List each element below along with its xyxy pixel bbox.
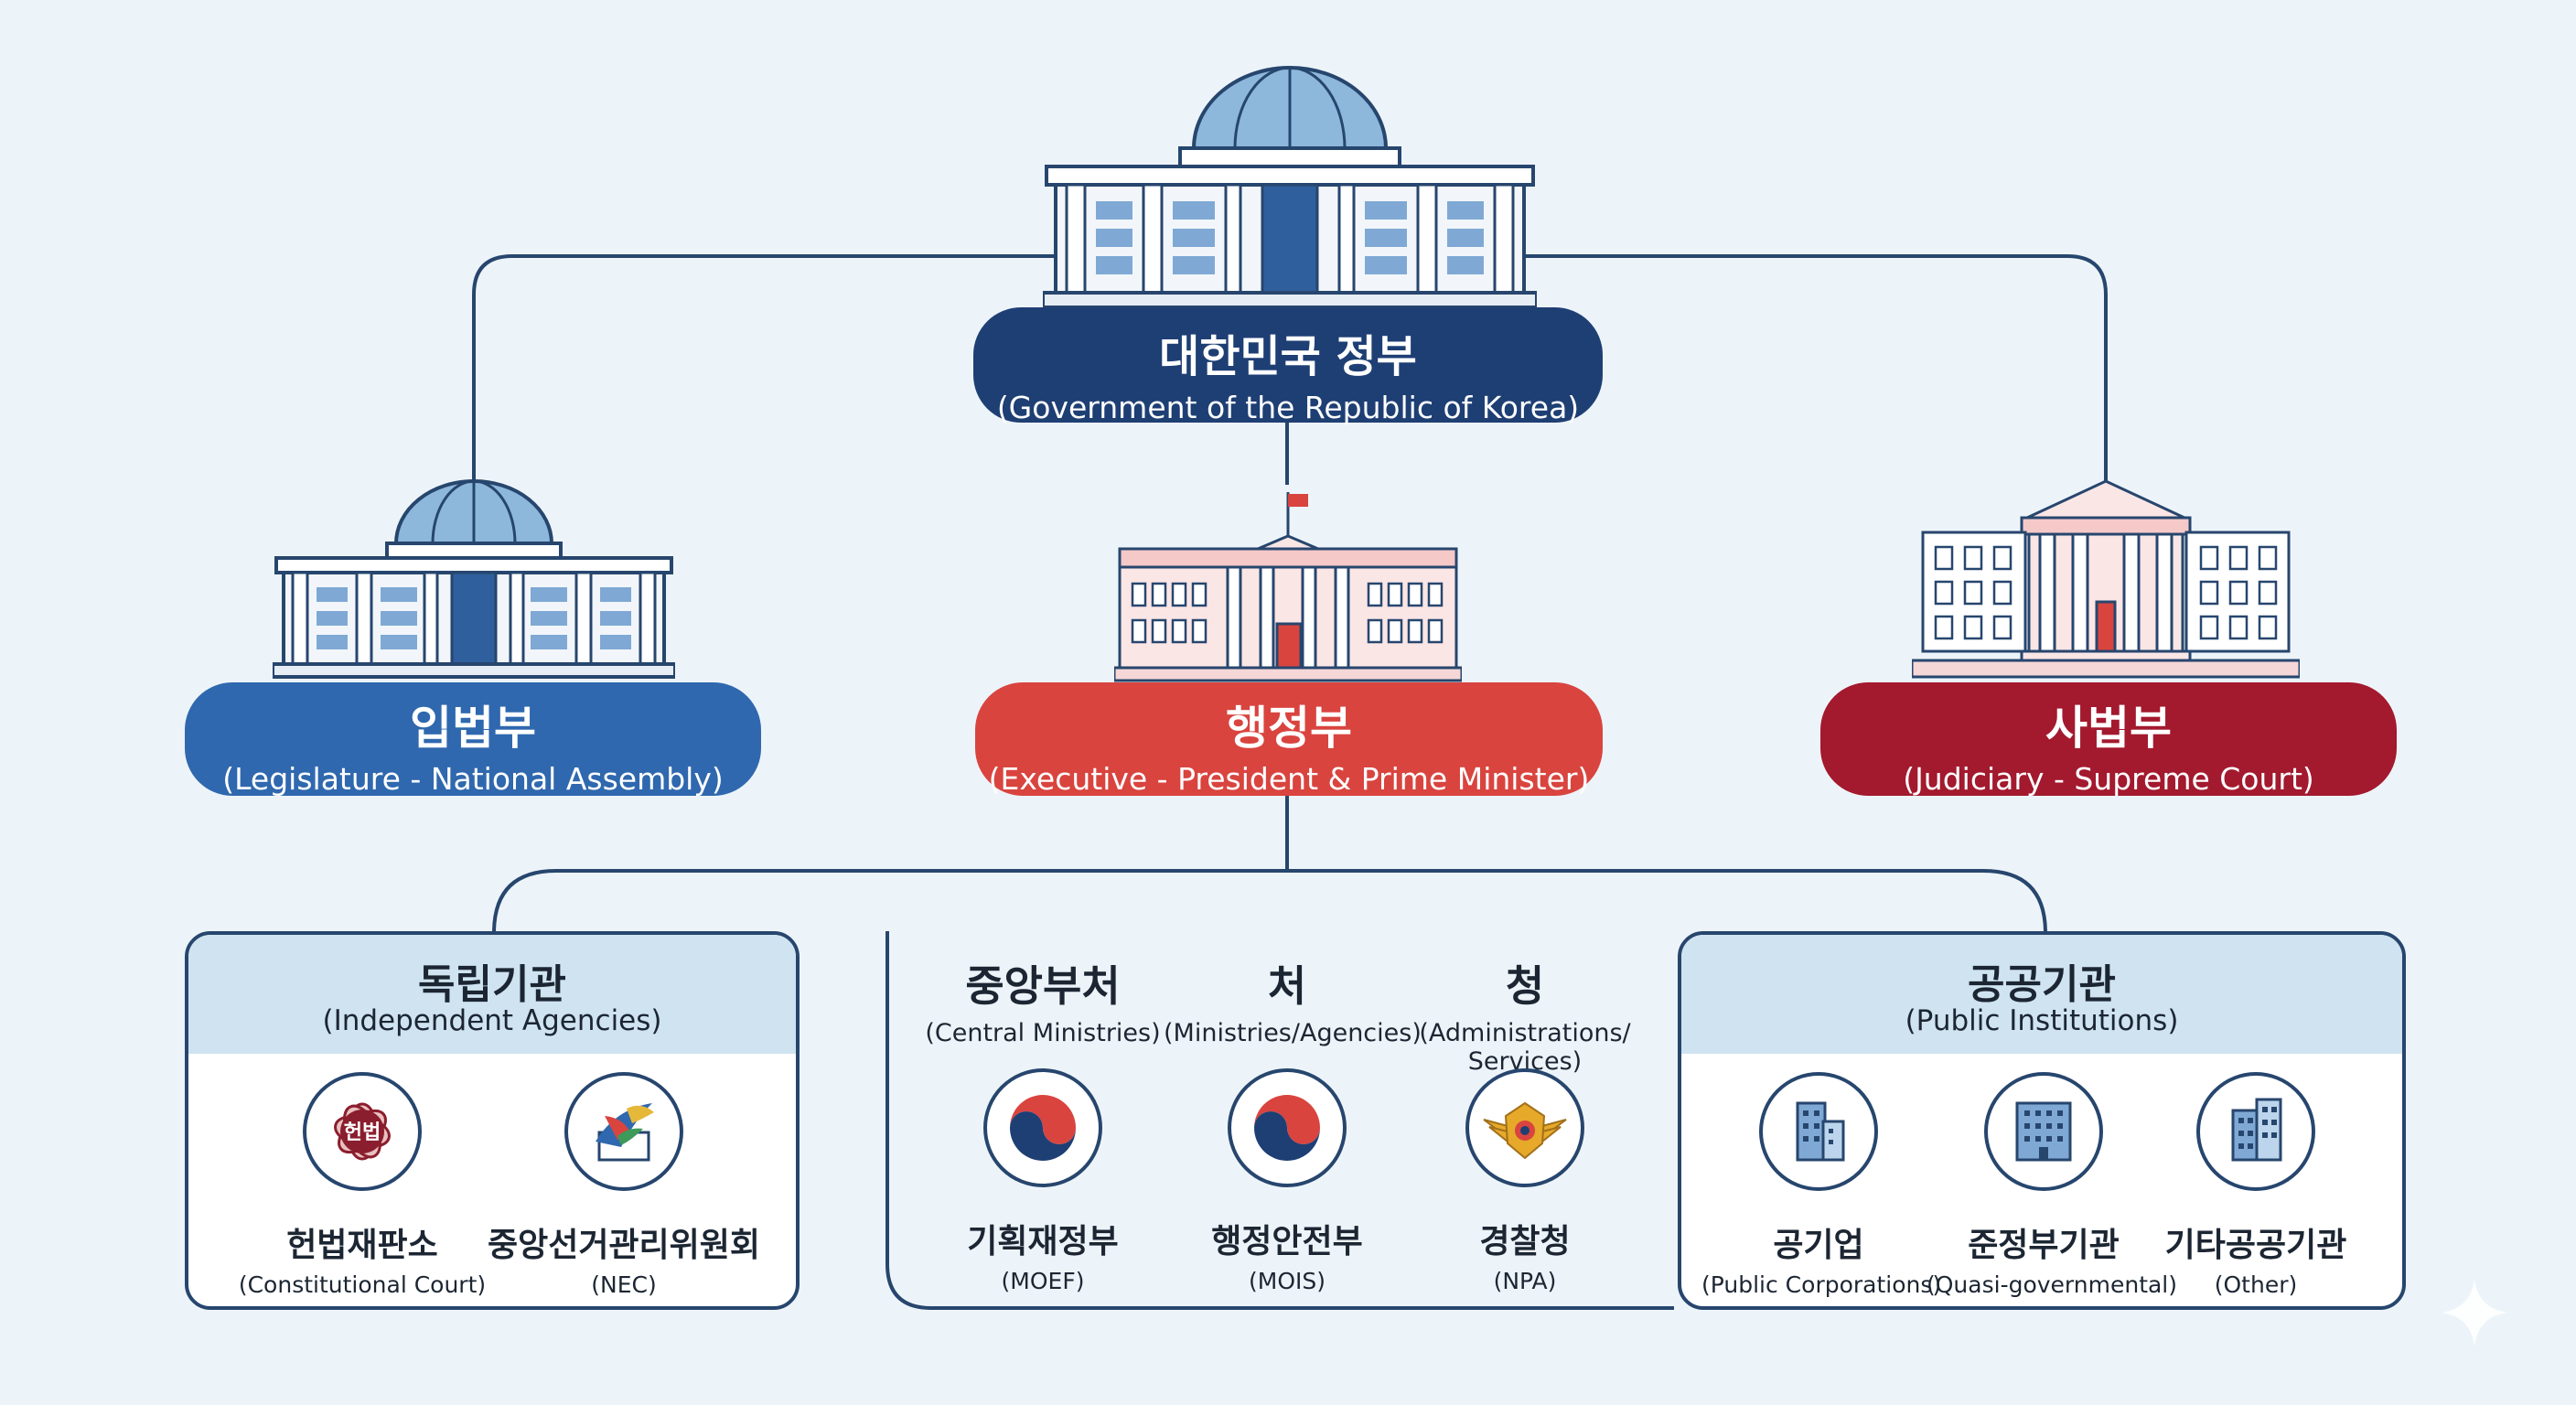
constitutional-court-title: 헌법재판소: [225, 1218, 499, 1266]
independent-agencies-panel: 독립기관 (Independent Agencies) 헌법 헌법재판소 (Co…: [185, 931, 800, 1310]
constitutional-court-item: 헌법 헌법재판소 (Constitutional Court): [225, 1072, 499, 1298]
supreme-court-building-icon: [1912, 476, 2300, 682]
executive-node: 행정부 (Executive - President & Prime Minis…: [975, 682, 1603, 796]
public-corporations-subtitle: (Public Corporations): [1701, 1271, 1936, 1298]
public-institutions-subtitle: (Public Institutions): [1681, 1004, 2402, 1037]
nec-item: 중앙선거관리위원회 (NEC): [487, 1072, 761, 1298]
other-public-institutions-subtitle: (Other): [2139, 1271, 2373, 1298]
national-government-building-icon: [1043, 64, 1537, 311]
moef-subtitle: (MOEF): [915, 1268, 1171, 1294]
constitutional-court-emblem-text: 헌법: [306, 1116, 418, 1145]
constitutional-court-emblem-icon: 헌법: [303, 1072, 422, 1191]
npa-subtitle: (NPA): [1409, 1268, 1641, 1294]
building-icon: [1984, 1072, 2103, 1191]
national-assembly-building-icon: [273, 479, 675, 682]
central-ministries-subtitle: (Central Ministries): [915, 1019, 1171, 1047]
independent-agencies-header: 독립기관 (Independent Agencies): [188, 935, 796, 1054]
nec-emblem-icon: [564, 1072, 683, 1191]
administrations-title: 청: [1409, 953, 1641, 1014]
npa-item: 경찰청 (NPA): [1409, 1068, 1641, 1294]
administrations-column-title: 청 (Administrations/ Services): [1409, 953, 1641, 1076]
mois-subtitle: (MOIS): [1164, 1268, 1411, 1294]
npa-title: 경찰청: [1409, 1215, 1641, 1262]
building-icon: [2196, 1072, 2315, 1191]
moef-item: 기획재정부 (MOEF): [915, 1068, 1171, 1294]
central-ministries-column-title: 중앙부처 (Central Ministries): [915, 953, 1171, 1047]
government-title: 대한민국 정부: [973, 320, 1603, 384]
judiciary-subtitle: (Judiciary - Supreme Court): [1820, 761, 2397, 797]
public-corporations-item: 공기업 (Public Corporations): [1701, 1072, 1936, 1298]
judiciary-title: 사법부: [1820, 692, 2397, 757]
building-icon: [1759, 1072, 1878, 1191]
mois-item: 행정안전부 (MOIS): [1164, 1068, 1411, 1294]
public-institutions-panel: 공공기관 (Public Institutions) 공기업 (Public C…: [1678, 931, 2406, 1310]
quasi-governmental-title: 준정부기관: [1927, 1218, 2161, 1266]
ministries-agencies-subtitle: (Ministries/Agencies): [1164, 1019, 1411, 1047]
taegeuk-icon: [1228, 1068, 1347, 1187]
other-public-institutions-title: 기타공공기관: [2139, 1218, 2373, 1266]
independent-agencies-title: 독립기관: [188, 951, 796, 1010]
central-ministries-title: 중앙부처: [915, 953, 1171, 1014]
public-institutions-title: 공공기관: [1681, 951, 2402, 1010]
constitutional-court-subtitle: (Constitutional Court): [225, 1271, 499, 1298]
connector-sub-bus: [494, 871, 2045, 933]
executive-title: 행정부: [975, 692, 1603, 757]
public-corporations-title: 공기업: [1701, 1218, 1936, 1266]
nec-subtitle: (NEC): [487, 1271, 761, 1298]
other-public-institutions-item: 기타공공기관 (Other): [2139, 1072, 2373, 1298]
police-emblem-icon: [1465, 1068, 1584, 1187]
nec-title: 중앙선거관리위원회: [487, 1218, 761, 1266]
legislature-node: 입법부 (Legislature - National Assembly): [185, 682, 761, 796]
public-institutions-header: 공공기관 (Public Institutions): [1681, 935, 2402, 1054]
taegeuk-icon: [983, 1068, 1102, 1187]
legislature-title: 입법부: [185, 692, 761, 757]
quasi-governmental-subtitle: (Quasi-governmental): [1927, 1271, 2161, 1298]
legislature-subtitle: (Legislature - National Assembly): [185, 761, 761, 797]
ministries-agencies-column-title: 처 (Ministries/Agencies): [1164, 953, 1411, 1047]
ministries-agencies-title: 처: [1164, 953, 1411, 1014]
government-root-node: 대한민국 정부 (Government of the Republic of K…: [973, 307, 1603, 423]
mois-title: 행정안전부: [1164, 1215, 1411, 1262]
sparkle-icon: [2433, 1271, 2516, 1354]
judiciary-node: 사법부 (Judiciary - Supreme Court): [1820, 682, 2397, 796]
quasi-governmental-item: 준정부기관 (Quasi-governmental): [1927, 1072, 2161, 1298]
administrations-subtitle: (Administrations/ Services): [1409, 1019, 1641, 1076]
government-subtitle: (Government of the Republic of Korea): [973, 390, 1603, 425]
moef-title: 기획재정부: [915, 1215, 1171, 1262]
executive-subtitle: (Executive - President & Prime Minister): [975, 761, 1603, 797]
independent-agencies-subtitle: (Independent Agencies): [188, 1004, 796, 1037]
presidential-office-building-icon: [1114, 490, 1462, 682]
